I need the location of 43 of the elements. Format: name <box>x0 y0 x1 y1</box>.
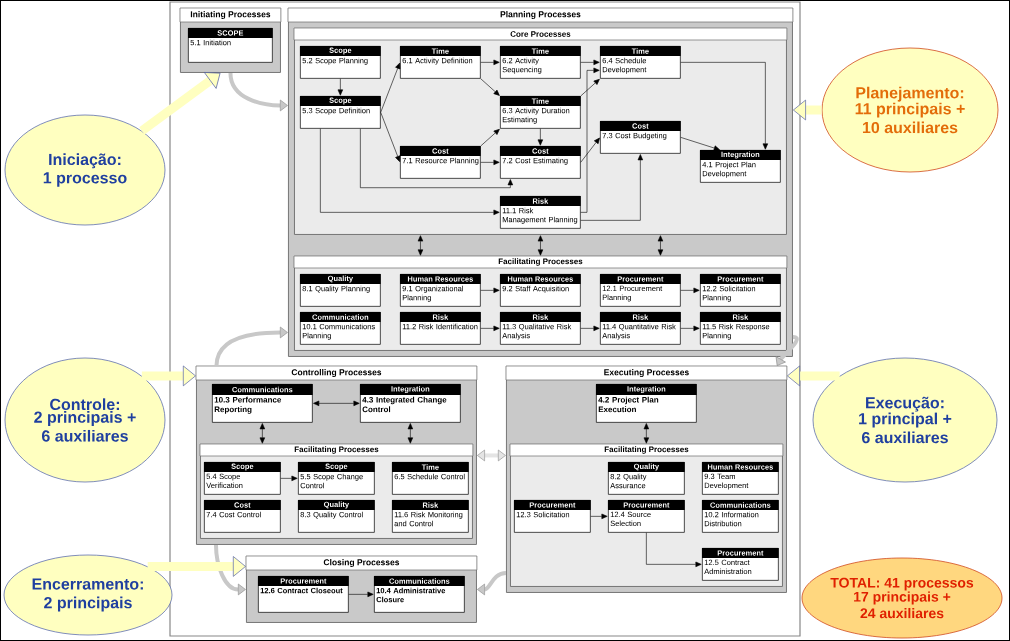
arrow <box>580 78 600 97</box>
block-arrow <box>141 365 196 387</box>
arrow <box>643 423 650 444</box>
arrow <box>417 235 424 256</box>
arrow <box>537 128 544 146</box>
arrow <box>646 532 702 568</box>
arrow <box>407 423 414 444</box>
arrow <box>590 513 608 520</box>
arrow <box>480 59 500 66</box>
arrow <box>380 112 401 162</box>
arrow <box>680 325 700 332</box>
curved-arrow <box>214 326 288 367</box>
curved-arrow <box>228 72 288 112</box>
arrow <box>680 137 720 151</box>
arrow <box>337 78 344 96</box>
arrow <box>580 154 644 221</box>
arrow <box>680 287 700 294</box>
arrow <box>657 235 664 256</box>
arrow <box>480 78 500 96</box>
curved-arrow <box>775 334 799 366</box>
block-arrow <box>147 556 246 577</box>
arrow <box>313 400 360 407</box>
arrow <box>480 128 500 147</box>
arrow <box>380 62 401 113</box>
arrow <box>580 137 600 163</box>
curved-arrow <box>477 570 507 596</box>
arrow <box>580 325 600 332</box>
arrow <box>360 128 514 188</box>
arrow <box>480 325 500 332</box>
block-arrow <box>139 72 221 135</box>
arrow <box>480 287 500 294</box>
arrow <box>320 128 500 216</box>
block-arrow <box>793 99 822 121</box>
arrow <box>280 475 298 482</box>
arrow <box>259 423 266 444</box>
curved-arrow <box>214 544 246 596</box>
curved-arrow <box>477 449 506 462</box>
arrow <box>580 67 600 213</box>
arrow <box>348 591 374 598</box>
arrow <box>537 235 544 256</box>
arrow <box>480 159 500 166</box>
arrow <box>580 59 600 66</box>
arrow <box>680 62 769 150</box>
